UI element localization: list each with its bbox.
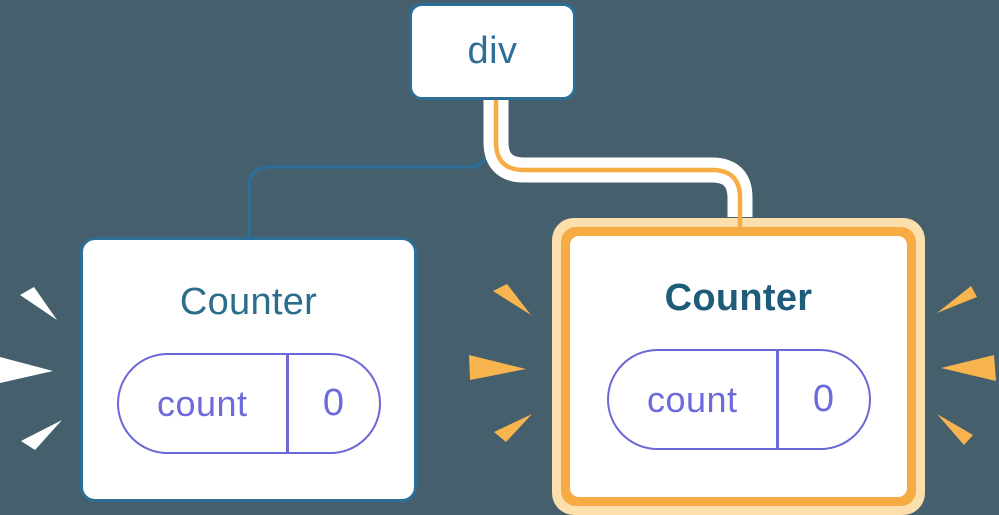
state-pill: count 0 — [116, 353, 381, 454]
spark-icon — [469, 355, 526, 380]
spark-icon — [0, 357, 53, 383]
root-node-label: div — [467, 30, 518, 72]
spark-icon — [937, 286, 977, 313]
counter-card-right: Counter count 0 — [570, 236, 907, 497]
state-pill: count 0 — [606, 349, 871, 450]
spark-icon — [21, 420, 62, 450]
counter-card-left: Counter count 0 — [80, 237, 417, 502]
root-node-div: div — [409, 3, 576, 100]
spark-icon — [937, 414, 973, 445]
sparks-right-counter-left — [469, 284, 532, 442]
counter-title: Counter — [664, 277, 813, 319]
pill-divider — [286, 355, 289, 452]
sparks-right-counter-right — [937, 286, 996, 445]
pill-divider — [776, 351, 779, 448]
counter-title: Counter — [179, 281, 318, 323]
state-key: count — [646, 378, 738, 420]
state-key: count — [156, 382, 248, 424]
sparks-left-counter — [0, 287, 62, 450]
spark-icon — [20, 287, 57, 320]
counter-card-right-border: Counter count 0 — [561, 227, 916, 506]
state-value: 0 — [812, 378, 835, 420]
edge-root-to-right-counter — [493, 100, 743, 236]
edge-root-to-right-counter-casing — [483, 100, 753, 217]
spark-icon — [494, 414, 532, 442]
state-value: 0 — [322, 382, 345, 424]
counter-card-right-content: Counter count 0 — [570, 236, 907, 497]
spark-icon — [941, 355, 996, 381]
spark-icon — [493, 284, 531, 315]
counter-card-right-glow: Counter count 0 — [552, 218, 925, 515]
edge-root-to-left-counter — [247, 100, 490, 239]
counter-card-left-content: Counter count 0 — [83, 240, 414, 499]
